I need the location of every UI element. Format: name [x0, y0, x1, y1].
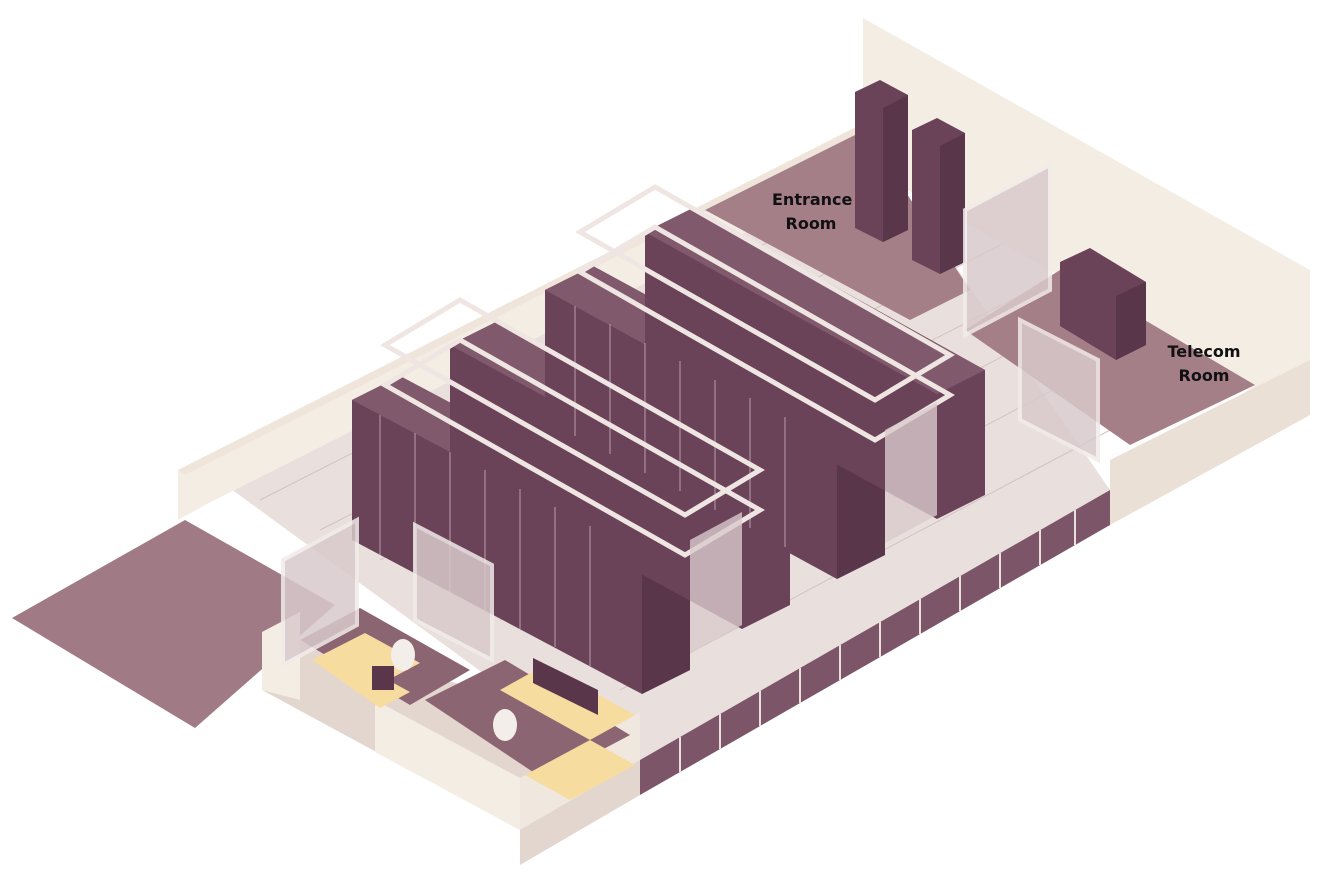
entrance-room-label: Entrance Room	[772, 188, 853, 236]
raised-floor-edge	[640, 490, 1110, 795]
operations-chair	[493, 709, 517, 741]
containment-frame-pod-1	[380, 297, 765, 558]
operations-desk	[500, 665, 635, 740]
entrance-room-racks	[855, 80, 965, 274]
floor-void-dividers	[679, 510, 1076, 772]
containment-end-glass-1	[690, 512, 742, 653]
telecom-room-floor	[965, 270, 1255, 445]
operations-monitors	[533, 658, 598, 715]
telecom-room-label: Telecom Room	[1166, 340, 1242, 388]
telecom-room-label-line1: Telecom	[1167, 342, 1241, 361]
reception-monitor	[372, 666, 394, 690]
exterior-walkway	[12, 520, 335, 728]
entrance-room-label-line1: Entrance	[772, 190, 853, 209]
operations-desk-return	[525, 740, 635, 800]
office-wall-mid	[375, 700, 520, 830]
entrance-room-door	[963, 161, 1052, 339]
reception-chair	[391, 639, 415, 671]
entrance-room-floor	[705, 130, 970, 320]
reception-door	[281, 516, 359, 669]
entrance-room-label-line2: Room	[785, 214, 837, 233]
right-wall-shade	[1110, 360, 1310, 525]
telecom-room-racks	[1060, 248, 1146, 360]
telecom-room-label-line2: Room	[1178, 366, 1230, 385]
containment-frame-pod-2	[575, 184, 955, 443]
server-room-door	[413, 521, 494, 664]
telecom-room-door	[1018, 316, 1100, 464]
containment-end-glass-2	[885, 402, 937, 543]
